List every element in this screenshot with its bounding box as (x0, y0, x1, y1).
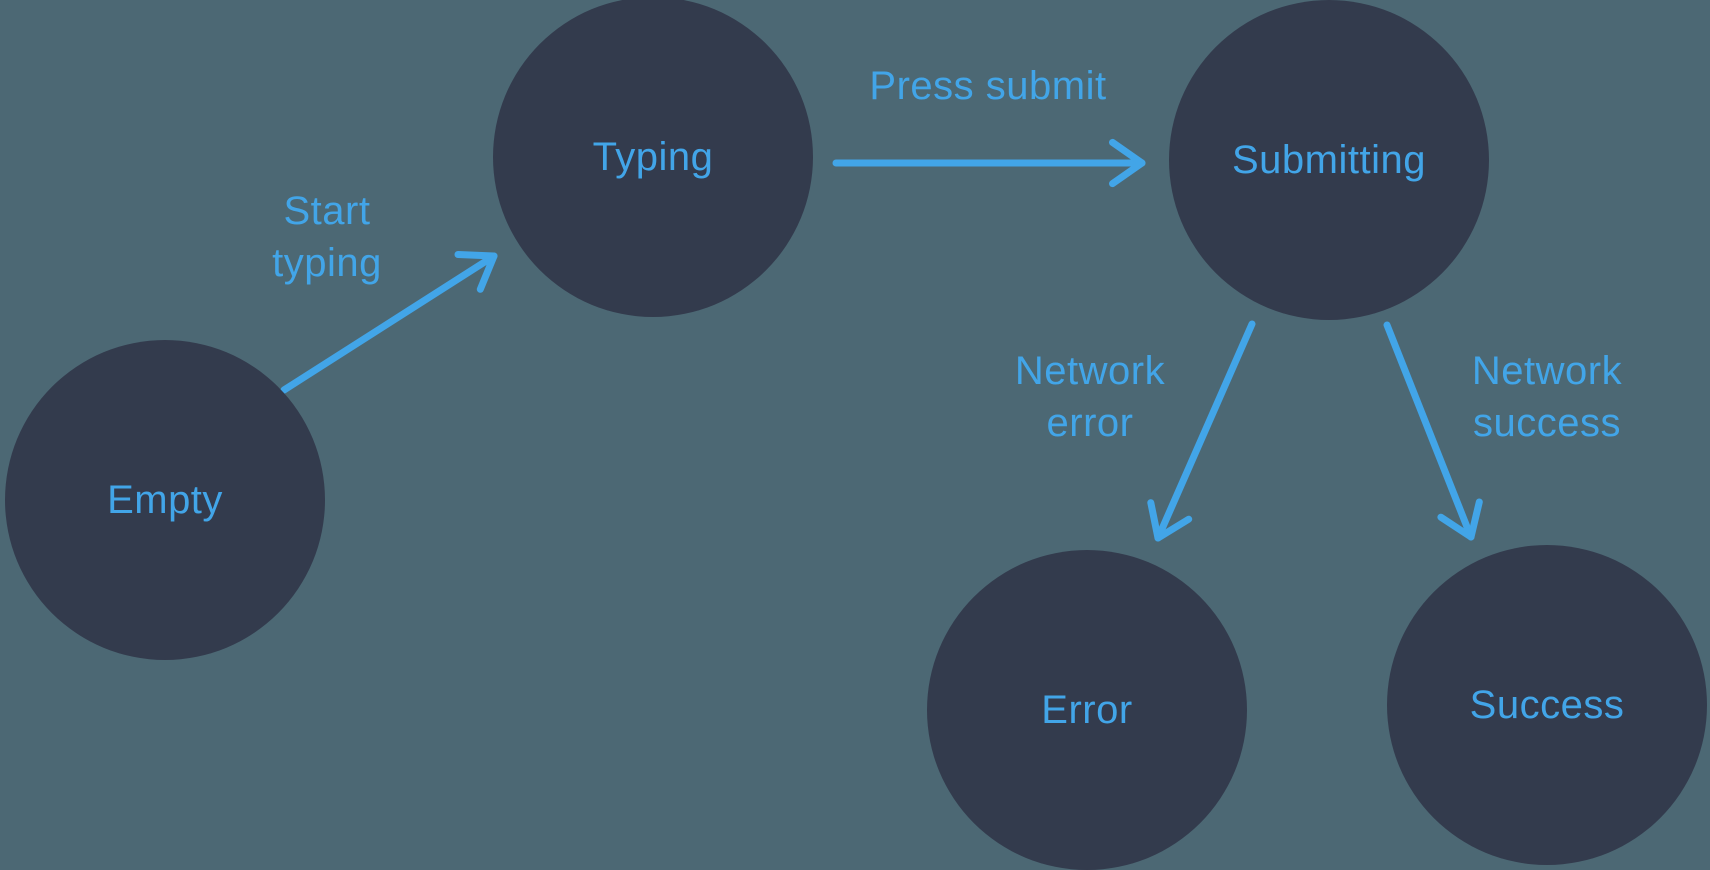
state-label-empty: Empty (107, 477, 223, 522)
state-node-typing: Typing (493, 0, 813, 317)
edge-label-network-success: Network success (1472, 345, 1622, 449)
arrowhead-icon (454, 251, 498, 293)
edge-label-line: typing (272, 241, 382, 285)
state-label-typing: Typing (592, 134, 714, 179)
state-node-submitting: Submitting (1169, 0, 1489, 320)
state-label-error: Error (1041, 687, 1133, 732)
state-label-success: Success (1469, 682, 1625, 727)
state-label-submitting: Submitting (1232, 137, 1426, 182)
state-node-error: Error (927, 550, 1247, 870)
arrowhead-icon (1109, 138, 1146, 188)
edge-label-press-submit: Press submit (869, 60, 1106, 112)
arrow-shaft (1383, 321, 1475, 541)
edge-label-line: success (1472, 401, 1621, 445)
edge-label-line: Start (283, 189, 371, 233)
arrowhead-icon (1147, 499, 1193, 542)
state-node-success: Success (1387, 545, 1707, 865)
edge-label-line: error (1046, 401, 1134, 445)
state-node-empty: Empty (5, 340, 325, 660)
edge-label-line: Press submit (869, 64, 1107, 108)
arrow-typing-to-submitting (832, 138, 1146, 188)
edge-label-network-error: Network error (1015, 345, 1165, 449)
arrow-shaft (1154, 320, 1256, 542)
edge-label-start-typing: Start typing (272, 185, 382, 289)
arrowhead-icon (1437, 498, 1483, 541)
edge-label-line: Network (1014, 349, 1166, 393)
edge-label-line: Network (1471, 349, 1623, 393)
arrow-submitting-to-success (1383, 321, 1483, 541)
arrow-submitting-to-error (1147, 320, 1256, 542)
